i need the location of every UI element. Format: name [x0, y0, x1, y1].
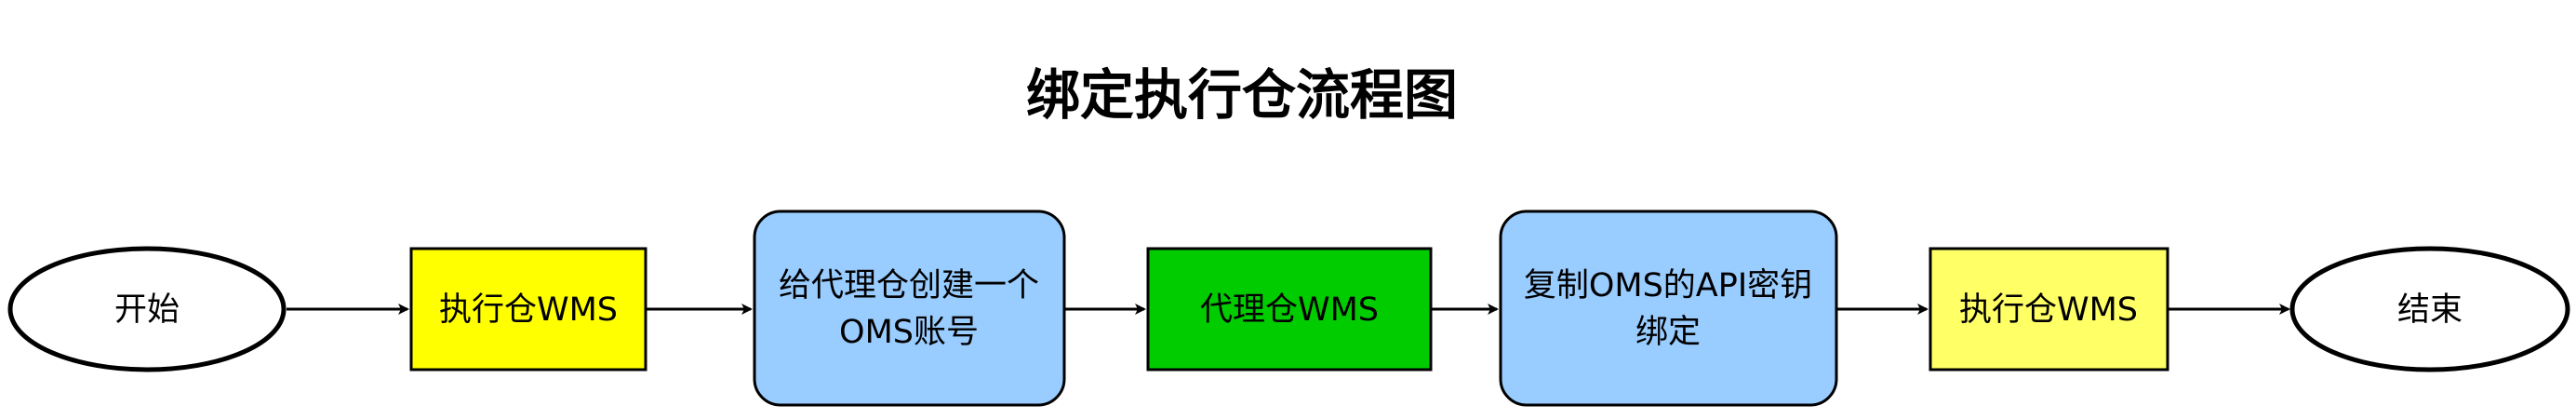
create-account-node-label-line2: OMS账号: [839, 314, 979, 351]
exec-wms-node-2[interactable]: 执行仓WMS: [1929, 247, 2169, 372]
copy-bind-node-label-line2: 绑定: [1635, 314, 1701, 351]
process-box-icon: [409, 247, 647, 372]
start-node[interactable]: 开始: [7, 246, 287, 372]
agent-wms-node[interactable]: 代理仓WMS: [1146, 247, 1433, 372]
exec-wms-node-1[interactable]: 执行仓WMS: [409, 247, 647, 372]
start-node-label: 开始: [114, 291, 180, 329]
copy-bind-node[interactable]: 复制OMS的API密钥 绑定: [1499, 210, 1838, 407]
terminal-ellipse-icon: [2289, 246, 2570, 372]
create-account-node[interactable]: 给代理仓创建一个 OMS账号: [753, 210, 1066, 407]
diagram-title: 绑定执行仓流程图: [1026, 63, 1458, 127]
copy-bind-node-label-line1: 复制OMS的API密钥: [1524, 267, 1812, 304]
process-box-icon: [1146, 247, 1433, 372]
end-node[interactable]: 结束: [2289, 246, 2570, 372]
end-node-label: 结束: [2397, 291, 2463, 329]
exec-wms-node-2-label: 执行仓WMS: [1959, 291, 2138, 329]
rounded-process-box-icon: [1499, 210, 1838, 407]
terminal-ellipse-icon: [7, 246, 287, 372]
rounded-process-box-icon: [753, 210, 1066, 407]
process-box-icon: [1929, 247, 2169, 372]
agent-wms-node-label: 代理仓WMS: [1200, 291, 1379, 329]
exec-wms-node-1-label: 执行仓WMS: [439, 291, 618, 329]
create-account-node-label-line1: 给代理仓创建一个: [779, 267, 1039, 304]
